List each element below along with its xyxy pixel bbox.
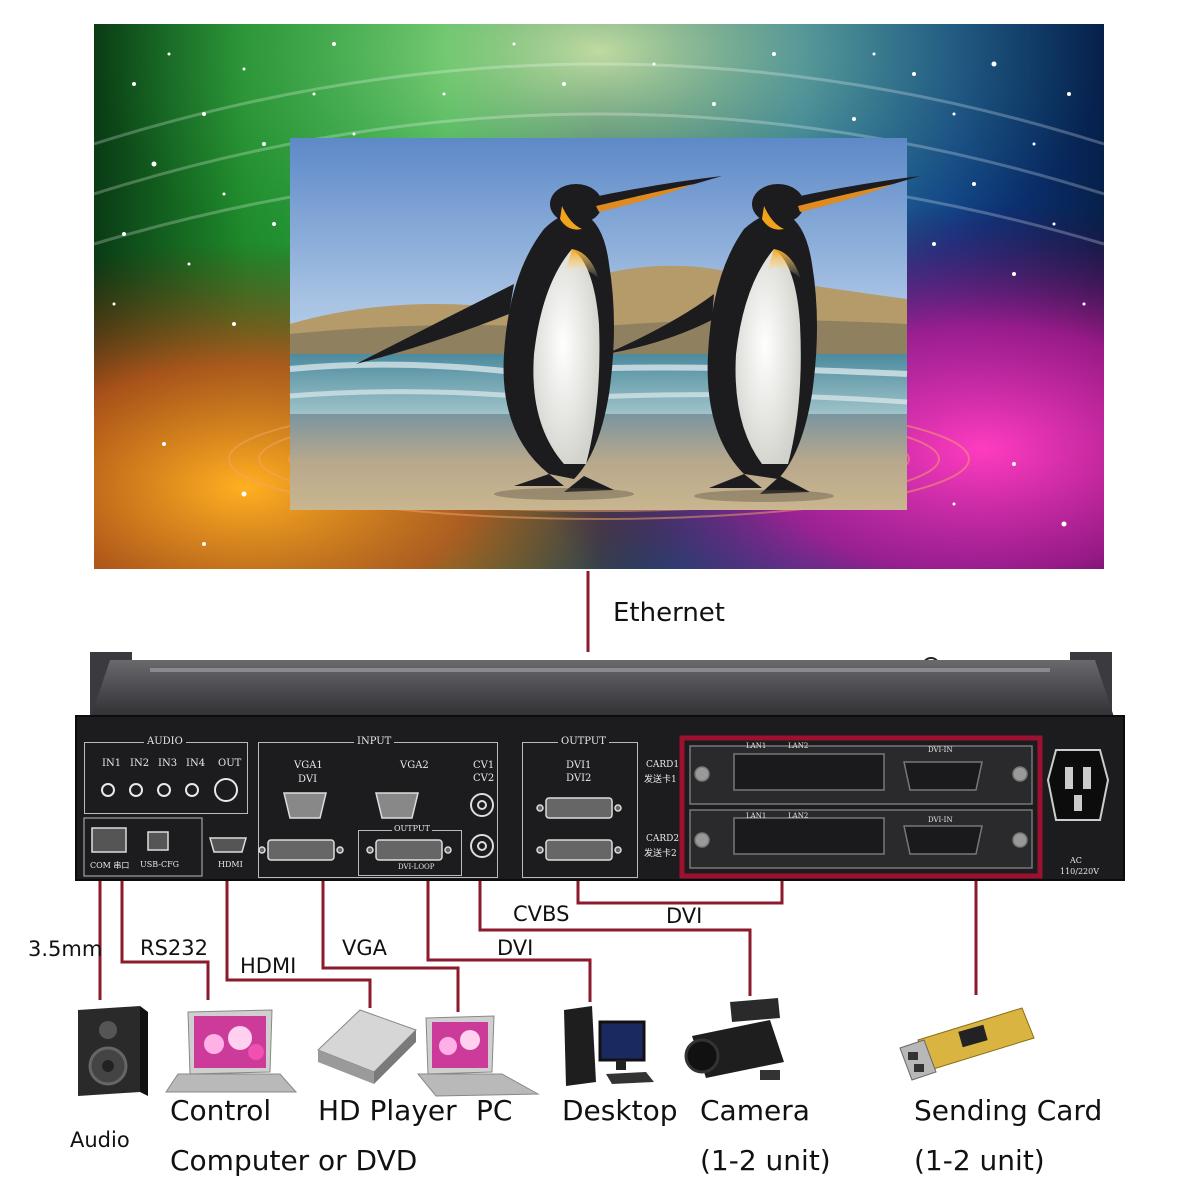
usb-port [147, 831, 169, 851]
dvi-output-label: DVI [666, 904, 703, 928]
com-label: COM 串口 [90, 861, 130, 870]
card2-dvi-in-label: DVI-IN [928, 816, 953, 824]
dvi-input-port [258, 839, 344, 861]
in3-label: IN3 [158, 758, 178, 769]
in2-label: IN2 [130, 758, 150, 769]
out-label: OUT [218, 758, 242, 769]
audio-device-label: Audio [70, 1128, 130, 1152]
audio-jack-label: 3.5mm [28, 937, 103, 961]
sending-card-label-1: Sending Card [914, 1094, 1103, 1127]
camera-icon [684, 998, 784, 1080]
cv2-bnc [470, 834, 494, 858]
cv2-label: CV2 [473, 773, 495, 784]
hdmi-label: HDMI [240, 954, 297, 978]
card2-label: CARD2 [646, 834, 680, 844]
sending-card-icon [899, 1007, 1035, 1081]
led-screen [93, 24, 1105, 569]
dvi-output-wire [576, 868, 784, 905]
hdmi-wire [225, 875, 372, 1008]
audio-jacks[interactable] [94, 774, 244, 808]
card2-slot [689, 809, 1033, 869]
voltage-label: 110/220V [1060, 867, 1100, 876]
dvi-label: DVI [298, 774, 318, 785]
dvi2-label: DVI2 [566, 773, 592, 784]
card1-cn-label: 发送卡1 [644, 775, 677, 785]
in4-label: IN4 [186, 758, 206, 769]
card2-lan1-label: LAN1 [746, 812, 767, 820]
output-title: OUTPUT [558, 736, 609, 747]
video-processor: AUDIO IN1 IN2 IN3 IN4 OUT INPUT VGA1 DVI… [70, 650, 1130, 885]
vga1-port [283, 792, 327, 819]
power-inlet [1046, 749, 1110, 821]
dvi-loop-label: DVI-LOOP [398, 863, 435, 871]
card1-dvi-in-label: DVI-IN [928, 746, 953, 754]
cvbs-label: CVBS [513, 902, 570, 926]
ac-label: AC [1070, 856, 1082, 865]
cvbs-wire [478, 878, 752, 996]
desktop-icon [564, 1006, 654, 1086]
dvi1-output-port [536, 797, 622, 819]
com-port [91, 827, 127, 853]
vga-wire [321, 818, 460, 1012]
output-loop-title: OUTPUT [392, 824, 432, 833]
dvi-desktop-label: DVI [497, 936, 534, 960]
pc-laptop-icon [416, 1015, 540, 1097]
usb-label: USB-CFG [140, 860, 180, 869]
panel-connectors [83, 735, 1110, 879]
dvi1-label: DVI1 [566, 760, 592, 771]
card1-lan2-label: LAN2 [788, 742, 809, 750]
hdmi-port [209, 837, 247, 853]
desktop-label: Desktop [562, 1094, 678, 1127]
camera-label-2: (1-2 unit) [700, 1144, 831, 1177]
card1-label: CARD1 [646, 760, 680, 770]
speaker-icon [78, 1006, 148, 1096]
card1-slot [689, 745, 1033, 805]
card1-lan1-label: LAN1 [746, 742, 767, 750]
vga2-port [375, 792, 419, 819]
sending-card-label-2: (1-2 unit) [914, 1144, 1045, 1177]
led-screen-art [93, 24, 1105, 569]
dvd-player-icon [317, 1009, 417, 1084]
camera-label-1: Camera [700, 1094, 810, 1127]
vga1-label: VGA1 [294, 760, 323, 771]
vga2-label: VGA2 [400, 760, 429, 771]
cv1-label: CV1 [473, 760, 495, 771]
rs232-wire [120, 875, 210, 1000]
control-computer-label-2: Computer [170, 1144, 310, 1177]
cv1-bnc [470, 793, 494, 817]
vga-label: VGA [342, 936, 388, 960]
devices-icons [78, 998, 1035, 1097]
dvi2-output-port [536, 839, 622, 861]
input-title: INPUT [354, 736, 395, 747]
penguin-photo [289, 138, 920, 510]
rs232-label: RS232 [140, 936, 209, 960]
in1-label: IN1 [102, 758, 122, 769]
hdmi-port-label: HDMI [218, 860, 243, 869]
hd-player-label-2: or DVD [318, 1144, 418, 1177]
card2-cn-label: 发送卡2 [644, 849, 677, 859]
card2-lan2-label: LAN2 [788, 812, 809, 820]
ethernet-label: Ethernet [613, 598, 725, 628]
dvi-desktop-wire [426, 858, 592, 1002]
dvi-loop-port [366, 839, 452, 861]
laptop-icon [165, 1009, 298, 1093]
hd-player-label-1: HD Player [318, 1094, 457, 1127]
control-computer-label-1: Control [170, 1094, 272, 1127]
pc-label: PC [476, 1094, 513, 1127]
audio-title: AUDIO [144, 736, 186, 747]
